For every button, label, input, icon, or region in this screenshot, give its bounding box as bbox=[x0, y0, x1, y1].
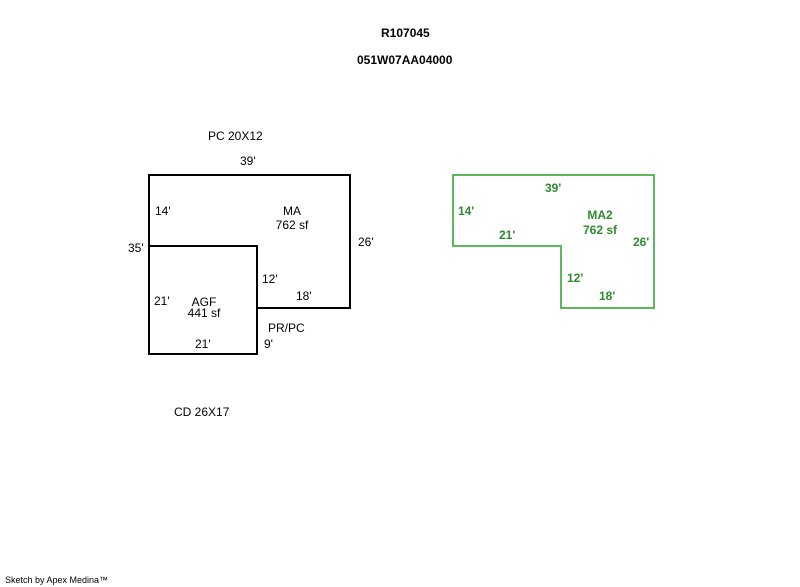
ma2-dim-left: 14' bbox=[458, 204, 475, 218]
cd-label: CD 26X17 bbox=[174, 405, 230, 419]
agf-dim-bottom: 21' bbox=[195, 337, 211, 351]
ma2-dim-bottom: 18' bbox=[599, 289, 616, 303]
footer-credit: Sketch by Apex Medina™ bbox=[5, 575, 109, 585]
pc-label: PC 20X12 bbox=[208, 129, 263, 143]
ma2-name: MA2 bbox=[587, 208, 613, 222]
agf-area: 441 sf bbox=[187, 306, 221, 320]
ma-dim-inner-vertical: 12' bbox=[262, 272, 278, 286]
agf-dim-left: 21' bbox=[154, 294, 170, 308]
ma2-dim-right: 26' bbox=[633, 235, 650, 249]
ma2-dim-top: 39' bbox=[545, 181, 562, 195]
ma-dim-left-upper: 14' bbox=[155, 204, 171, 218]
map-number: 051W07AA04000 bbox=[357, 53, 453, 67]
ma-outline bbox=[148, 174, 351, 355]
ma-dim-top: 39' bbox=[240, 154, 256, 168]
agf-dim-left-total: 35' bbox=[128, 241, 144, 255]
ma2-outline bbox=[452, 174, 655, 309]
ma2-area: 762 sf bbox=[582, 223, 618, 237]
ma2-dim-inner-vertical: 12' bbox=[567, 271, 584, 285]
agf-divider bbox=[149, 245, 258, 308]
parcel-id: R107045 bbox=[381, 26, 430, 40]
agf-dim-right-ext: 9' bbox=[264, 337, 273, 351]
ma-name: MA bbox=[283, 204, 301, 218]
ma-dim-inner-horizontal: 18' bbox=[296, 289, 312, 303]
ma-dim-right: 26' bbox=[358, 235, 374, 249]
ma-area: 762 sf bbox=[275, 218, 309, 232]
agf-name: AGF bbox=[191, 295, 217, 309]
prpc-label: PR/PC bbox=[268, 321, 305, 335]
ma2-dim-inner-horizontal: 21' bbox=[499, 228, 516, 242]
